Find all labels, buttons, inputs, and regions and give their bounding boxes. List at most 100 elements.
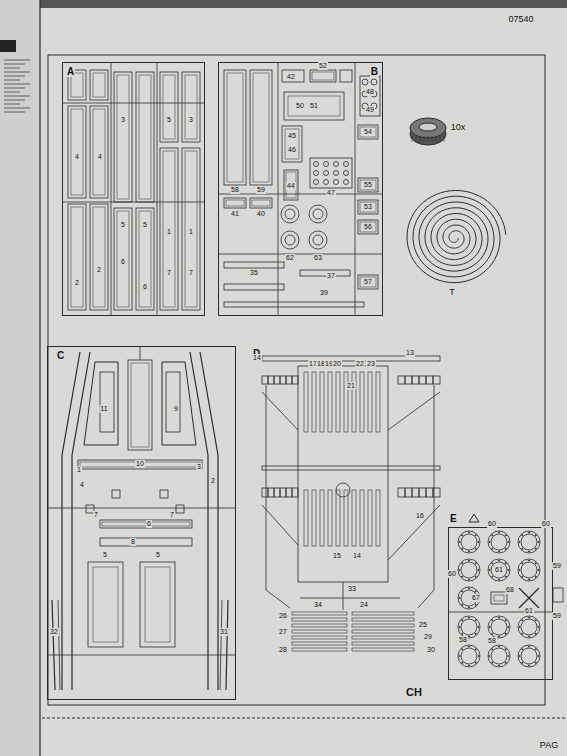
callout-number: 4 [74, 153, 80, 161]
round-part [521, 534, 537, 550]
runner-line [47, 508, 236, 509]
runner-line [42, 718, 565, 719]
part-outline [292, 618, 347, 621]
round-part [314, 162, 319, 167]
round-part [468, 551, 469, 552]
callout-number: 5 [120, 221, 126, 229]
callout-number: 59 [256, 186, 266, 194]
part-outline [360, 490, 364, 546]
round-part [475, 591, 476, 592]
round-part [508, 541, 509, 542]
round-part [535, 576, 536, 577]
round-part [468, 607, 469, 608]
round-part [505, 620, 506, 621]
part-outline [282, 70, 304, 82]
part-outline [284, 92, 344, 120]
round-part [505, 633, 506, 634]
part-outline [360, 277, 376, 287]
round-part [468, 665, 469, 666]
runner-line [4, 112, 25, 113]
round-part [458, 587, 480, 609]
round-part [475, 604, 476, 605]
part-outline [405, 376, 412, 384]
callout-number: 41 [230, 210, 240, 218]
part-outline [358, 178, 378, 192]
callout-number: 13 [405, 349, 415, 357]
part-outline [398, 376, 405, 384]
round-part [492, 535, 493, 536]
callout-number: 7 [166, 269, 172, 277]
round-part [285, 209, 295, 219]
round-part [518, 559, 540, 581]
runner-line [278, 62, 279, 316]
callout-number: 6 [142, 283, 148, 291]
callout-number: 39 [319, 289, 329, 297]
runner-line [4, 96, 30, 97]
part-outline [280, 488, 286, 497]
round-part [313, 235, 323, 245]
part-outline [310, 158, 352, 188]
round-part [518, 531, 540, 553]
callout-number: 23 [366, 360, 376, 368]
part-outline [117, 75, 129, 199]
round-part [505, 535, 506, 536]
part-outline [433, 376, 440, 384]
round-part [462, 649, 463, 650]
runner-line [428, 136, 429, 142]
runner-line [420, 136, 421, 142]
part-outline [163, 151, 175, 307]
round-part [475, 649, 476, 650]
part-outline [250, 70, 272, 185]
part-outline [185, 75, 197, 139]
runner-line [4, 76, 25, 77]
part-outline [224, 70, 246, 185]
part-outline [358, 200, 378, 214]
runner-line [424, 136, 425, 142]
runner-line [416, 136, 417, 142]
part-outline [136, 72, 154, 202]
round-part [462, 563, 463, 564]
part-outline [224, 302, 364, 307]
part-outline [274, 376, 280, 384]
runner-line [220, 600, 222, 690]
part-outline [90, 106, 108, 198]
part-outline [320, 490, 324, 546]
round-part [538, 569, 539, 570]
round-part [458, 645, 480, 667]
part-outline [360, 372, 364, 432]
part-outline [163, 75, 175, 139]
rubber-spiral [407, 190, 506, 282]
part-outline [224, 262, 284, 268]
callout-number: 34 [313, 601, 323, 609]
callout-number: 14 [252, 354, 262, 362]
round-part [461, 648, 477, 664]
round-part [334, 171, 339, 176]
part-outline [352, 372, 356, 432]
part-outline [274, 488, 280, 497]
round-part [468, 560, 469, 561]
round-part [491, 534, 507, 550]
round-part [478, 626, 479, 627]
part-outline [292, 612, 347, 615]
round-part [461, 534, 477, 550]
round-part [475, 535, 476, 536]
round-part [488, 531, 510, 553]
round-part [492, 548, 493, 549]
part-outline [360, 180, 376, 190]
part-outline [68, 204, 86, 310]
part-outline [227, 73, 243, 182]
callout-number: 2 [96, 266, 102, 274]
callout-number: 49 [365, 106, 375, 114]
runner-line [62, 352, 80, 690]
callout-number: 53 [363, 203, 373, 211]
round-part [461, 562, 477, 578]
part-outline [553, 588, 563, 602]
part-outline [310, 70, 336, 82]
callout-number: 3 [120, 116, 126, 124]
part-outline [100, 372, 114, 432]
part-outline [344, 490, 348, 546]
part-outline [114, 208, 132, 310]
round-part [468, 579, 469, 580]
round-part [535, 535, 536, 536]
round-part [492, 576, 493, 577]
